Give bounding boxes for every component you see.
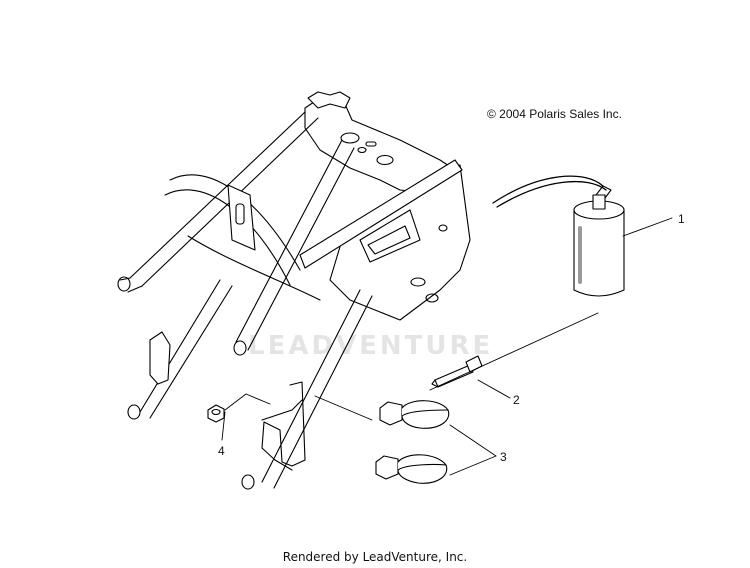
footer-credit: Rendered by LeadVenture, Inc. (282, 550, 468, 564)
frame-assembly (117, 91, 471, 490)
clamp-upper (379, 400, 450, 429)
copyright-notice: © 2004 Polaris Sales Inc. (487, 107, 622, 121)
callout-3: 3 (500, 450, 507, 464)
callout-4: 4 (218, 444, 225, 458)
bolt (431, 355, 483, 388)
watermark: LEADVENTURE (248, 331, 494, 361)
callout-2: 2 (513, 393, 520, 407)
callout-1: 1 (678, 212, 685, 226)
filter-canister (492, 175, 625, 297)
nut (207, 404, 225, 423)
clamp-lower (375, 454, 448, 484)
leader-lines (221, 217, 673, 476)
